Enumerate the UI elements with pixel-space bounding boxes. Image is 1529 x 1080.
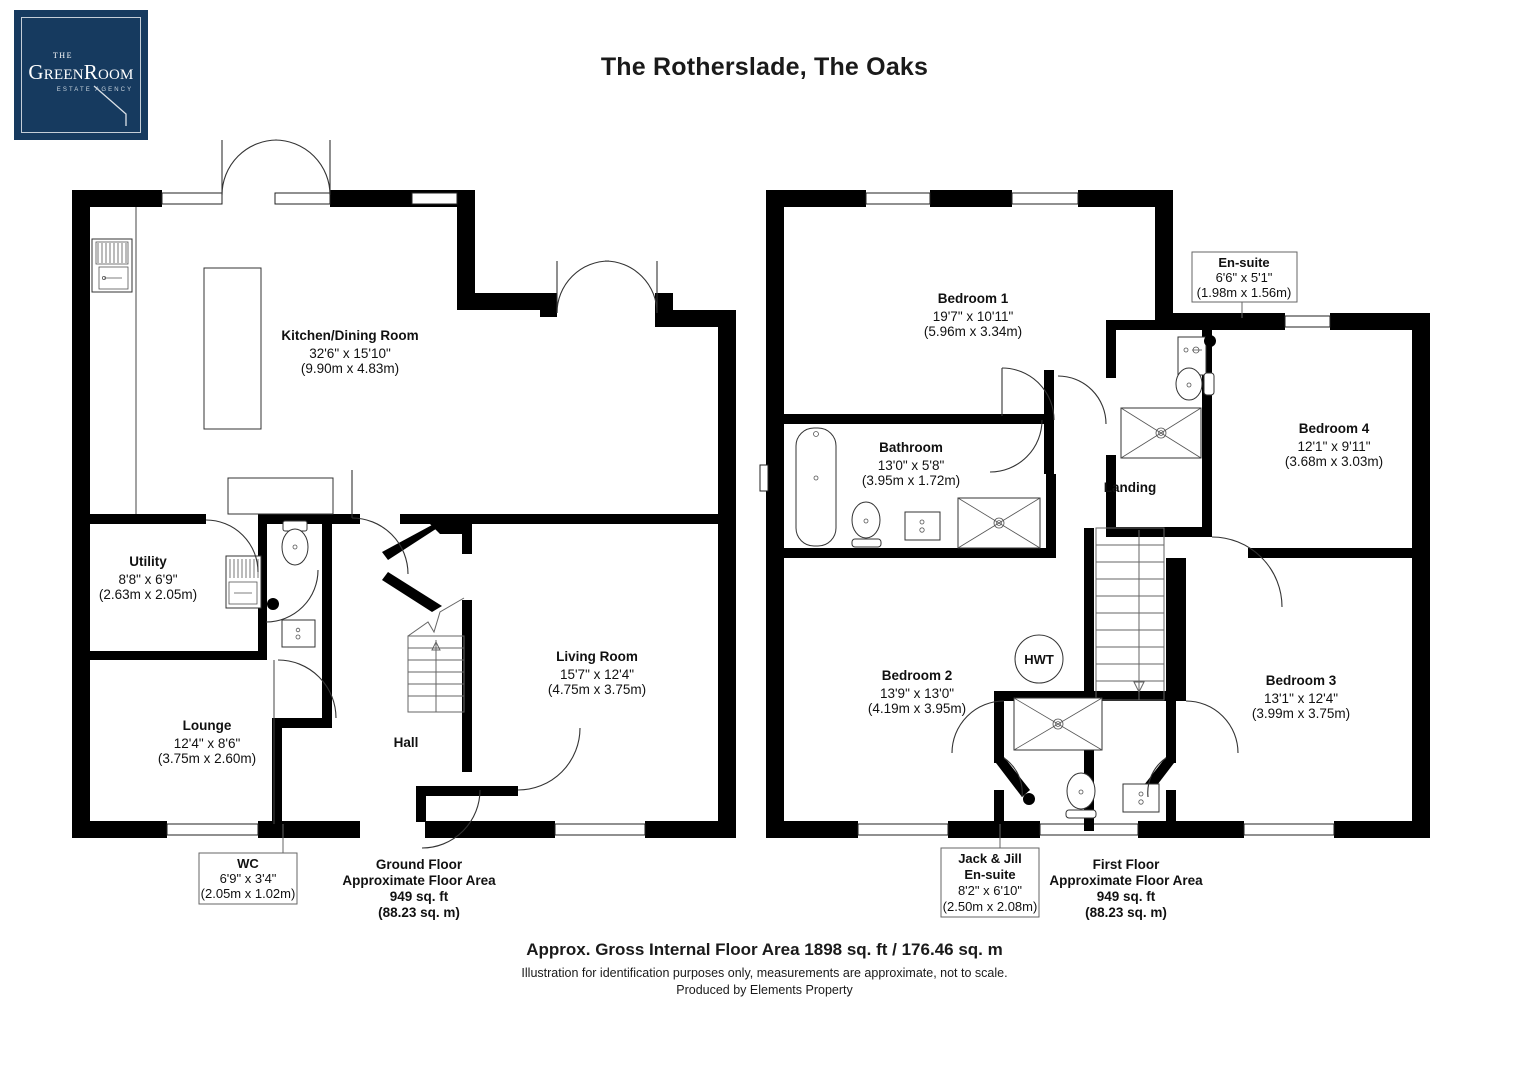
ground-area-line1: Ground Floor bbox=[376, 857, 463, 872]
logo-text: THE GREENROOM ESTATE AGENCY bbox=[14, 52, 148, 94]
room-dim-bedroom2-imperial: 13'9" x 13'0" bbox=[880, 686, 954, 701]
ground-area-line4: (88.23 sq. m) bbox=[378, 905, 460, 920]
room-dim-lounge-metric: (3.75m x 2.60m) bbox=[158, 751, 256, 766]
room-dim-bedroom2-metric: (4.19m x 3.95m) bbox=[868, 701, 966, 716]
logo-g: G bbox=[28, 60, 44, 84]
bathroom-fixtures bbox=[759, 427, 1041, 549]
room-label-bedroom2: Bedroom 2 bbox=[882, 668, 953, 683]
ground-floor-internal-walls bbox=[84, 207, 720, 824]
callout-dim-ensuite-metric: (1.98m x 1.56m) bbox=[1197, 285, 1292, 300]
callout-dim-jackjill-metric: (2.50m x 2.08m) bbox=[943, 899, 1038, 914]
room-dim-utility-metric: (2.63m x 2.05m) bbox=[99, 587, 197, 602]
ground-floor-door-arcs bbox=[205, 139, 658, 849]
first-area-line2: Approximate Floor Area bbox=[1049, 873, 1203, 888]
room-label-living: Living Room bbox=[556, 649, 638, 664]
jackjill-callout: Jack & Jill En-suite 8'2" x 6'10" (2.50m… bbox=[940, 824, 1040, 918]
room-dim-living-metric: (4.75m x 3.75m) bbox=[548, 682, 646, 697]
room-dim-bedroom1-imperial: 19'7" x 10'11" bbox=[933, 309, 1014, 324]
room-label-bathroom: Bathroom bbox=[879, 440, 943, 455]
callout-dim-ensuite-imperial: 6'6" x 5'1" bbox=[1216, 270, 1273, 285]
ensuite-fixtures bbox=[1120, 335, 1216, 459]
room-label-kitchen: Kitchen/Dining Room bbox=[281, 328, 418, 343]
utility-fixtures bbox=[225, 555, 262, 609]
room-label-bedroom1: Bedroom 1 bbox=[938, 291, 1009, 306]
callout-label-jackjill-line2: En-suite bbox=[964, 867, 1015, 882]
logo-reen: REEN bbox=[43, 67, 84, 83]
room-dim-utility-imperial: 8'8" x 6'9" bbox=[118, 572, 177, 587]
footer-block: Approx. Gross Internal Floor Area 1898 s… bbox=[0, 940, 1529, 997]
ground-area-line2: Approximate Floor Area bbox=[342, 873, 496, 888]
room-dim-kitchen-imperial: 32'6" x 15'10" bbox=[309, 346, 391, 361]
room-dim-bedroom4-imperial: 12'1" x 9'11" bbox=[1297, 439, 1370, 454]
wc-fixtures bbox=[267, 520, 316, 648]
first-area-line1: First Floor bbox=[1093, 857, 1160, 872]
ensuite-callout: En-suite 6'6" x 5'1" (1.98m x 1.56m) bbox=[1191, 251, 1298, 318]
logo-r: R bbox=[83, 60, 98, 84]
room-label-bedroom4: Bedroom 4 bbox=[1299, 421, 1370, 436]
hob-burners-icon bbox=[97, 243, 127, 263]
logo-border bbox=[21, 17, 141, 133]
room-dim-bathroom-imperial: 13'0" x 5'8" bbox=[878, 458, 945, 473]
room-label-hall: Hall bbox=[394, 735, 419, 750]
first-floor-internal-walls bbox=[784, 320, 1430, 831]
footer-disclaimer: Illustration for identification purposes… bbox=[521, 966, 1008, 980]
callout-label-wc: WC bbox=[237, 856, 259, 871]
first-floor-labels: Bedroom 1 19'7" x 10'11" (5.96m x 3.34m)… bbox=[862, 291, 1383, 721]
room-dim-bedroom3-imperial: 13'1" x 12'4" bbox=[1264, 691, 1338, 706]
room-label-bedroom3: Bedroom 3 bbox=[1266, 673, 1337, 688]
ground-floor-area-block: Ground Floor Approximate Floor Area 949 … bbox=[342, 857, 496, 920]
room-dim-bedroom3-metric: (3.99m x 3.75m) bbox=[1252, 706, 1350, 721]
footer-gross-area: Approx. Gross Internal Floor Area 1898 s… bbox=[526, 940, 1003, 959]
ground-area-line3: 949 sq. ft bbox=[390, 889, 449, 904]
hot-water-tank: HWT bbox=[1014, 634, 1064, 684]
room-label-landing: Landing bbox=[1104, 480, 1157, 495]
utility-machine-icon bbox=[229, 559, 259, 578]
first-floor-plan: HWT bbox=[759, 190, 1430, 920]
logo-name-text: GREENROOM bbox=[14, 62, 148, 83]
room-dim-living-imperial: 15'7" x 12'4" bbox=[560, 667, 634, 682]
first-floor-area-block: First Floor Approximate Floor Area 949 s… bbox=[1049, 857, 1203, 920]
footer-producer: Produced by Elements Property bbox=[676, 983, 853, 997]
logo-subtitle: ESTATE AGENCY bbox=[56, 87, 134, 93]
room-label-lounge: Lounge bbox=[183, 718, 232, 733]
logo-oom: OOM bbox=[97, 67, 134, 83]
room-dim-bedroom4-metric: (3.68m x 3.03m) bbox=[1285, 454, 1383, 469]
first-area-line4: (88.23 sq. m) bbox=[1085, 905, 1167, 920]
callout-label-jackjill-line1: Jack & Jill bbox=[958, 851, 1022, 866]
callout-dim-wc-metric: (2.05m x 1.02m) bbox=[201, 886, 296, 901]
wc-callout: WC 6'9" x 3'4" (2.05m x 1.02m) bbox=[198, 824, 298, 905]
first-floor-door-arcs bbox=[951, 367, 1283, 798]
callout-dim-wc-imperial: 6'9" x 3'4" bbox=[220, 871, 277, 886]
room-dim-kitchen-metric: (9.90m x 4.83m) bbox=[301, 361, 399, 376]
room-label-utility: Utility bbox=[129, 554, 167, 569]
callout-dim-jackjill-imperial: 8'2" x 6'10" bbox=[958, 883, 1022, 898]
ground-floor-walls bbox=[72, 190, 736, 838]
ground-floor-plan: Kitchen/Dining Room 32'6" x 15'10" (9.90… bbox=[72, 139, 736, 920]
ground-staircase bbox=[407, 597, 465, 713]
ground-floor-labels: Kitchen/Dining Room 32'6" x 15'10" (9.90… bbox=[99, 328, 646, 766]
hwt-label: HWT bbox=[1024, 652, 1054, 667]
callout-label-ensuite: En-suite bbox=[1218, 255, 1269, 270]
jackjill-fixtures bbox=[1013, 697, 1160, 819]
first-floor-staircase bbox=[1095, 527, 1165, 701]
first-area-line3: 949 sq. ft bbox=[1097, 889, 1156, 904]
kitchen-fixtures bbox=[91, 238, 334, 515]
page-title: The Rotherslade, The Oaks bbox=[600, 53, 929, 81]
room-dim-bedroom1-metric: (5.96m x 3.34m) bbox=[924, 324, 1022, 339]
logo-the-text: THE bbox=[52, 51, 74, 60]
first-floor-walls bbox=[766, 190, 1430, 838]
room-dim-bathroom-metric: (3.95m x 1.72m) bbox=[862, 473, 960, 488]
room-dim-lounge-imperial: 12'4" x 8'6" bbox=[174, 736, 241, 751]
